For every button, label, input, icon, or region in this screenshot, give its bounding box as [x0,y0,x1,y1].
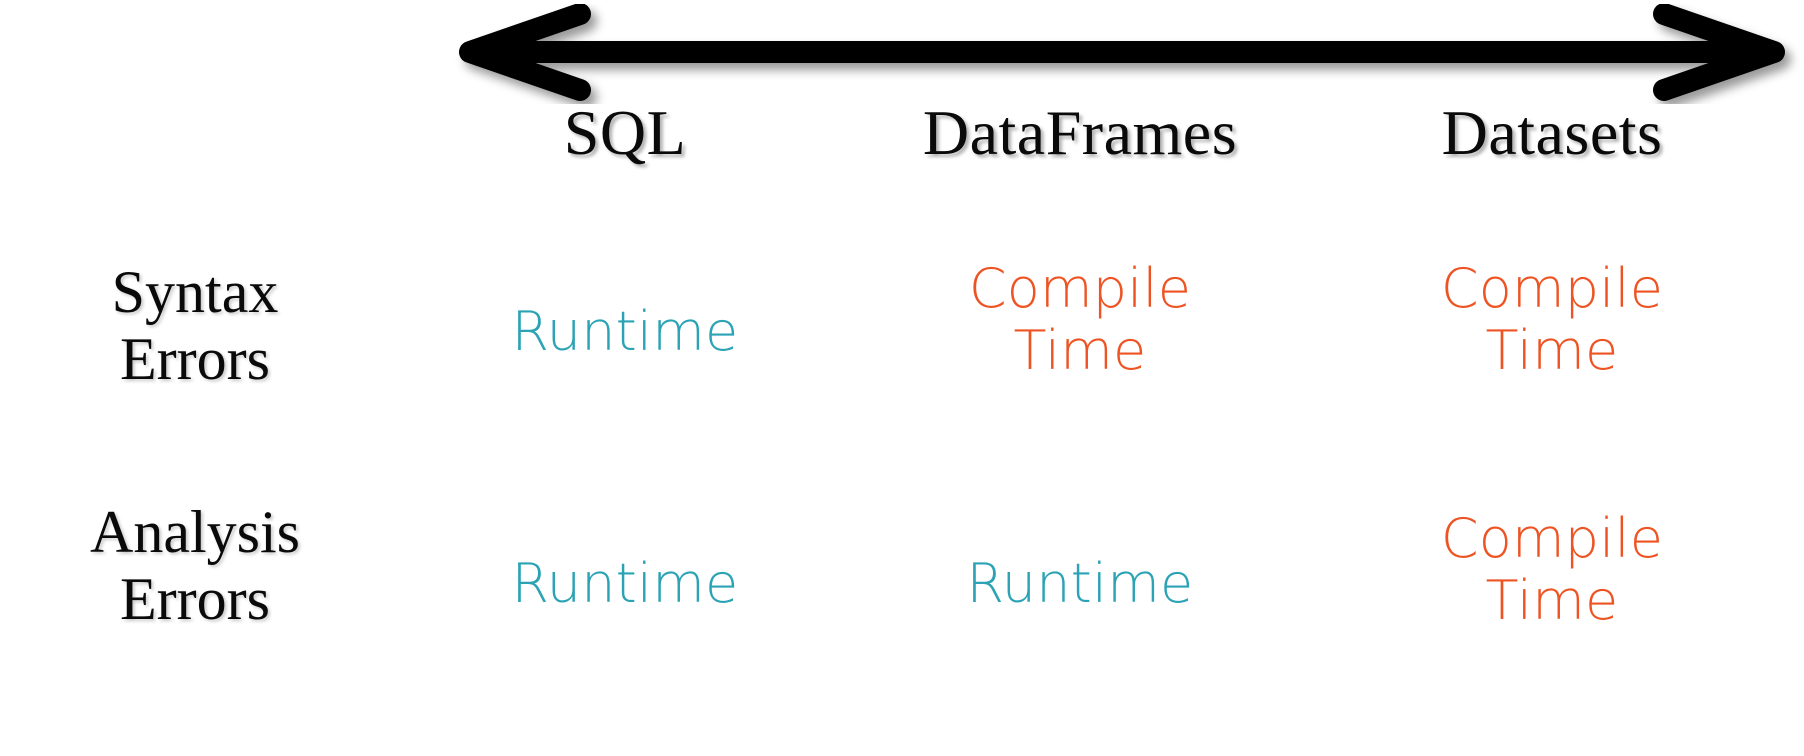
row-header-syntax-errors: Syntax Errors [0,206,390,446]
value-runtime: Runtime [966,552,1194,616]
comparison-table: SQL DataFrames Datasets Syntax Errors Ru… [0,96,1804,756]
column-header-dataframes: DataFrames [922,97,1238,168]
row-header-analysis-errors: Analysis Errors [0,446,390,686]
cell-syntax-dataframes: Compile Time [860,206,1300,446]
row-header-line2: Errors [120,566,270,632]
row-header-line1: Analysis [90,498,300,565]
cell-syntax-sql: Runtime [390,206,860,446]
row-header-line1: Syntax [111,258,279,325]
double-headed-arrow-icon [459,4,1785,101]
cell-analysis-dataframes: Runtime [860,446,1300,686]
value-compile-time: Compile Time [968,257,1192,382]
table-corner-cell [0,96,390,206]
value-runtime: Runtime [511,552,739,616]
row-header-line2: Errors [120,326,270,392]
cell-analysis-datasets: Compile Time [1300,446,1804,686]
value-compile-time: Compile Time [1440,257,1664,382]
value-runtime: Runtime [511,300,739,364]
column-header-sql: SQL [563,97,687,168]
cell-analysis-sql: Runtime [390,446,860,686]
column-header-datasets: Datasets [1441,97,1663,168]
double-headed-arrow [440,4,1804,104]
cell-syntax-datasets: Compile Time [1300,206,1804,446]
value-compile-time: Compile Time [1440,507,1664,632]
